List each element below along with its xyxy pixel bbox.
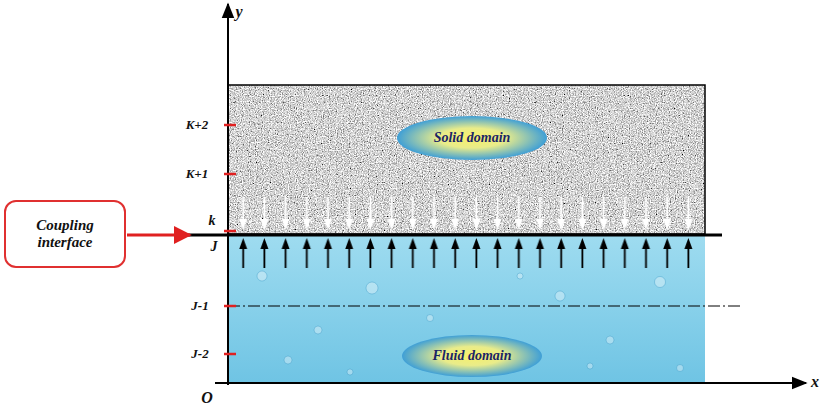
domain-ellipse: Fluid domain xyxy=(402,335,542,377)
fluid-load-arrows xyxy=(236,236,698,271)
tick-marks xyxy=(224,125,236,354)
solid-load-arrows xyxy=(236,190,698,234)
grid-index: J-2 xyxy=(191,347,208,361)
x-axis xyxy=(215,382,806,384)
solid-outline xyxy=(228,85,705,234)
y-axis xyxy=(227,4,229,385)
solid-texture xyxy=(228,85,705,234)
ellipse-fill xyxy=(402,335,542,377)
grid-index: K+2 xyxy=(186,118,209,132)
callout-box: Coupling interface xyxy=(4,200,126,268)
grid-index: J-1 xyxy=(191,299,208,313)
origin-label: O xyxy=(201,389,213,407)
grid-index: K+1 xyxy=(186,167,209,181)
solid-region xyxy=(228,85,705,234)
bubbles xyxy=(257,271,684,375)
axis-label: x xyxy=(811,373,819,391)
grid-line xyxy=(228,306,740,307)
axis-label: y xyxy=(235,3,242,21)
interface-line xyxy=(185,234,722,237)
node-text: Coupling interface xyxy=(11,217,119,252)
grid-index: k xyxy=(209,213,216,228)
domain-ellipse: Solid domain xyxy=(397,116,547,160)
node-text: Fluid domain xyxy=(433,348,512,364)
leader-arrow xyxy=(127,234,190,237)
fluid-region xyxy=(228,234,705,383)
node-text: Solid domain xyxy=(434,130,511,146)
ellipse-fill xyxy=(397,116,547,160)
grid-index: J xyxy=(211,239,218,254)
